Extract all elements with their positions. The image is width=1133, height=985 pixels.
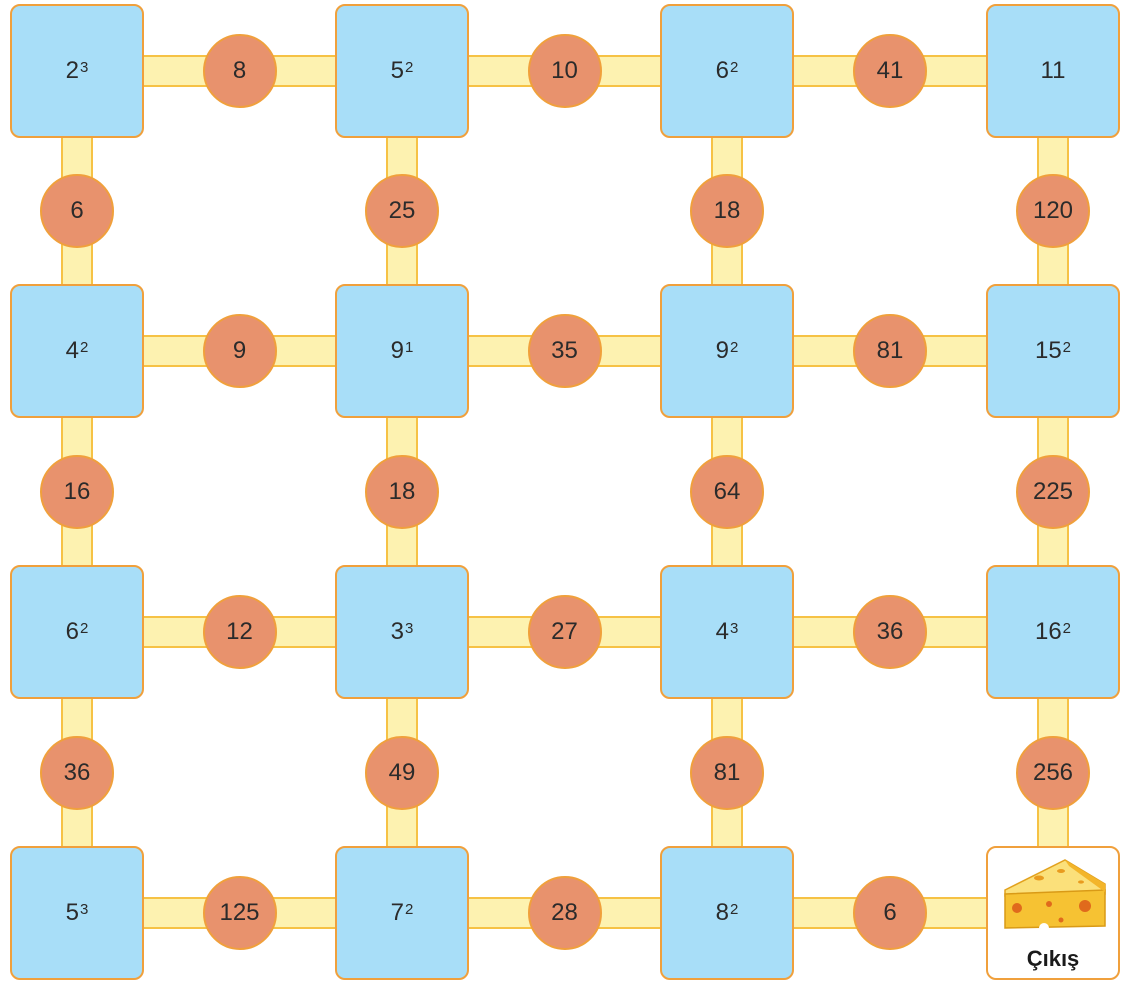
box-exponent: 2 <box>405 901 413 918</box>
value-circle: 18 <box>365 455 439 529</box>
box-base: 15 <box>1035 337 1062 365</box>
box-exponent: 2 <box>730 339 738 356</box>
box-base: 16 <box>1035 618 1062 646</box>
box-base: 6 <box>716 57 729 85</box>
box-base: 8 <box>716 899 729 927</box>
box-base: 2 <box>66 57 79 85</box>
value-circle: 8 <box>203 34 277 108</box>
value-circle: 9 <box>203 314 277 388</box>
box-base: 4 <box>716 618 729 646</box>
box-exponent: 3 <box>405 620 413 637</box>
power-box: 11 <box>986 4 1120 138</box>
value-circle: 25 <box>365 174 439 248</box>
box-base: 9 <box>391 337 404 365</box>
value-circle: 120 <box>1016 174 1090 248</box>
box-base: 9 <box>716 337 729 365</box>
box-base: 7 <box>391 899 404 927</box>
box-base: 5 <box>66 899 79 927</box>
box-exponent: 2 <box>80 620 88 637</box>
value-circle: 6 <box>40 174 114 248</box>
box-exponent: 2 <box>80 339 88 356</box>
value-circle: 49 <box>365 736 439 810</box>
value-circle: 28 <box>528 876 602 950</box>
box-base: 4 <box>66 337 79 365</box>
value-circle: 36 <box>40 736 114 810</box>
value-circle: 35 <box>528 314 602 388</box>
value-circle: 256 <box>1016 736 1090 810</box>
box-exponent: 3 <box>80 901 88 918</box>
box-exponent: 1 <box>405 339 413 356</box>
value-circle: 41 <box>853 34 927 108</box>
box-exponent: 3 <box>730 620 738 637</box>
value-circle: 225 <box>1016 455 1090 529</box>
box-exponent: 2 <box>1063 620 1071 637</box>
value-circle: 36 <box>853 595 927 669</box>
exit-box: Çıkış <box>986 846 1120 980</box>
value-circle: 125 <box>203 876 277 950</box>
box-base: 6 <box>66 618 79 646</box>
cheese-icon <box>999 854 1111 934</box>
exit-label: Çıkış <box>988 946 1118 972</box>
value-circle: 81 <box>853 314 927 388</box>
value-circle: 27 <box>528 595 602 669</box>
value-circle: 6 <box>853 876 927 950</box>
value-circle: 16 <box>40 455 114 529</box>
value-circle: 12 <box>203 595 277 669</box>
box-exponent: 2 <box>1063 339 1071 356</box>
box-exponent: 2 <box>730 901 738 918</box>
value-circle: 10 <box>528 34 602 108</box>
box-exponent: 3 <box>80 59 88 76</box>
box-exponent: 2 <box>730 59 738 76</box>
value-circle: 18 <box>690 174 764 248</box>
box-exponent: 2 <box>405 59 413 76</box>
value-circle: 81 <box>690 736 764 810</box>
box-base: 5 <box>391 57 404 85</box>
box-base: 3 <box>391 618 404 646</box>
box-base: 11 <box>1041 57 1066 85</box>
value-circle: 64 <box>690 455 764 529</box>
